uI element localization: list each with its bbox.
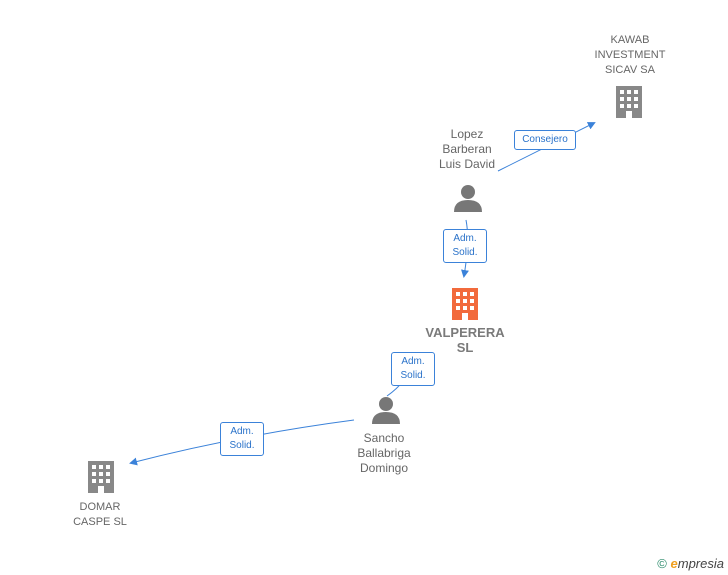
- edge-label-text: Adm.: [453, 233, 477, 244]
- label-line: Luis David: [438, 157, 496, 171]
- brand-e: e: [670, 556, 678, 571]
- node-label-valperera[interactable]: VALPERERA SL: [415, 325, 515, 355]
- label-line: Sancho: [363, 431, 405, 445]
- edge-label-text: Solid.: [400, 370, 426, 381]
- edge-label-adm-solid[interactable]: Adm. Solid.: [443, 229, 487, 263]
- edge-label-text: Adm.: [230, 426, 254, 437]
- label-line: Domingo: [359, 461, 409, 475]
- node-label-sancho[interactable]: Sancho Ballabriga Domingo: [340, 431, 428, 476]
- empresia-logo[interactable]: empresia: [671, 556, 724, 571]
- edge-label-consejero[interactable]: Consejero: [514, 130, 576, 150]
- person-icon[interactable]: [372, 397, 400, 424]
- brand-rest: mpresia: [677, 556, 724, 571]
- label-line: Ballabriga: [357, 446, 411, 460]
- edge-label-adm-solid[interactable]: Adm. Solid.: [391, 352, 435, 386]
- label-line: VALPERERA: [425, 325, 505, 340]
- label-line: INVESTMENT: [594, 49, 666, 61]
- edge-label-text: Consejero: [522, 134, 568, 145]
- edge-label-text: Adm.: [401, 356, 425, 367]
- label-line: Barberan: [442, 142, 492, 156]
- label-line: KAWAB: [610, 34, 650, 46]
- building-icon[interactable]: [88, 461, 114, 493]
- edge-label-text: Solid.: [229, 440, 255, 451]
- edge-label-text: Solid.: [452, 247, 478, 258]
- copyright-icon: ©: [657, 556, 667, 571]
- label-line: CASPE SL: [73, 516, 127, 528]
- edge-label-adm-solid[interactable]: Adm. Solid.: [220, 422, 264, 456]
- building-icon[interactable]: [452, 288, 478, 320]
- node-label-domar[interactable]: DOMAR CASPE SL: [55, 500, 145, 530]
- node-label-kawab[interactable]: KAWAB INVESTMENT SICAV SA: [580, 33, 680, 78]
- building-icon[interactable]: [616, 86, 642, 118]
- person-icon[interactable]: [454, 185, 482, 212]
- footer-brand: © empresia: [657, 556, 724, 571]
- label-line: SL: [456, 340, 474, 355]
- label-line: SICAV SA: [605, 64, 655, 76]
- label-line: Lopez: [450, 127, 484, 141]
- node-label-lopez[interactable]: Lopez Barberan Luis David: [426, 127, 508, 172]
- label-line: DOMAR: [79, 501, 121, 513]
